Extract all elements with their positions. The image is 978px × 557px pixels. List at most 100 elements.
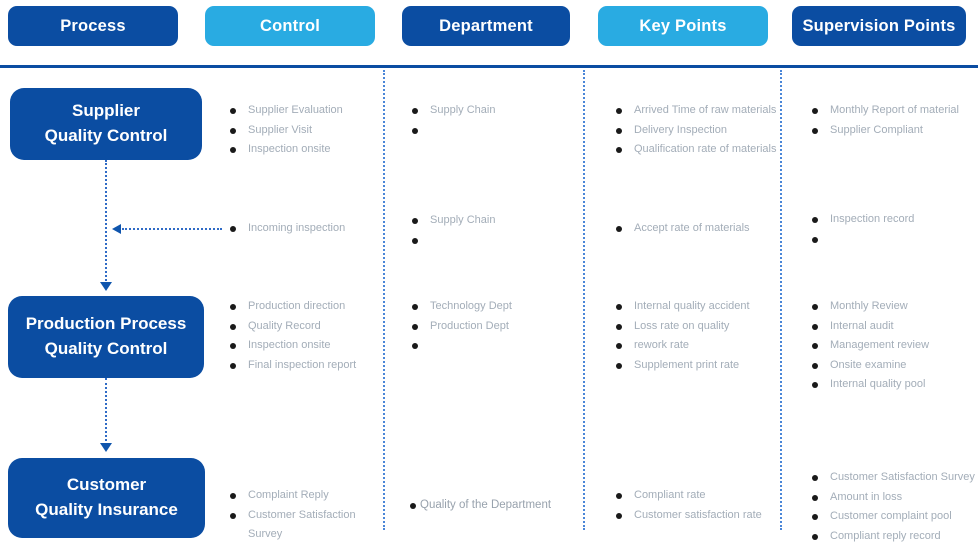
list-item: Production Dept	[412, 317, 582, 337]
bullet-icon	[616, 512, 622, 519]
list-item-label: Customer complaint pool	[830, 510, 952, 522]
header-department: Department	[402, 6, 570, 46]
list-item	[412, 336, 582, 349]
bullet-icon	[812, 323, 818, 330]
list-item-label: Arrived Time of raw materials	[634, 104, 777, 116]
list-item-label: Internal quality accident	[634, 300, 750, 312]
cell-incoming-department: Supply Chain	[412, 211, 582, 244]
bullet-icon	[412, 127, 418, 134]
list-item-label: Production Dept	[430, 319, 509, 332]
list-item-label: Compliant rate	[634, 489, 706, 501]
list-item: Inspection record	[812, 210, 978, 230]
list-item-label: Supply Chain	[430, 104, 496, 116]
list-item: Internal quality accident	[616, 297, 791, 317]
cell-incoming-key-points: Accept rate of materials	[616, 219, 791, 239]
list-item: Management review	[812, 336, 978, 356]
header-process: Process	[8, 6, 178, 46]
list-item-label: Supplier Evaluation	[248, 104, 343, 116]
list-item-label: rework rate	[634, 339, 690, 351]
list-item-label: Onsite examine	[830, 358, 907, 371]
cell-customer-key-points: Compliant rate Customer satisfaction rat…	[616, 486, 791, 525]
list-item: Amount in loss	[812, 488, 978, 508]
bullet-icon	[230, 108, 236, 114]
list-item: Qualification rate of materials	[616, 140, 791, 160]
bullet-icon	[616, 147, 622, 153]
list-item: Technology Dept	[412, 297, 582, 317]
column-divider	[780, 70, 782, 530]
list-item-label: Final inspection report	[248, 358, 357, 371]
column-divider	[383, 70, 385, 530]
bullet-icon	[812, 382, 818, 388]
process-box-label-line: Quality Insurance	[35, 500, 178, 519]
list-item: Supplier Compliant	[812, 121, 978, 141]
bullet-icon	[230, 226, 236, 232]
bullet-icon	[616, 362, 622, 369]
bullet-icon	[616, 343, 622, 349]
bullet-icon	[230, 493, 236, 499]
bullet-icon	[616, 493, 622, 499]
cell-incoming-supervision: Inspection record	[812, 210, 978, 243]
cell-production-control: Production direction Quality Record Insp…	[230, 297, 380, 375]
header-supervision-points: Supervision Points	[792, 6, 966, 46]
list-item	[412, 231, 582, 244]
bullet-icon	[230, 362, 236, 369]
list-item: Supplier Visit	[230, 121, 380, 141]
list-item-label: Qualification rate of materials	[634, 143, 777, 155]
bullet-icon	[412, 304, 418, 310]
process-box-production: Production Process Quality Control	[8, 296, 204, 378]
arrow-down-icon	[100, 282, 112, 291]
list-item: Monthly Report of material	[812, 101, 978, 121]
list-item: Incoming inspection	[230, 219, 380, 239]
header-divider-line	[0, 65, 978, 68]
list-item: Final inspection report	[230, 356, 380, 376]
bullet-icon	[812, 362, 818, 369]
list-item: Internal audit	[812, 317, 978, 337]
list-item: Arrived Time of raw materials	[616, 101, 791, 121]
cell-customer-supervision: Customer Satisfaction Survey Amount in l…	[812, 468, 978, 546]
list-item: Production direction	[230, 297, 380, 317]
list-item-label: Supplier Compliant	[830, 123, 923, 136]
process-box-label-line: Production Process	[25, 314, 187, 334]
list-item: Onsite examine	[812, 356, 978, 376]
process-box-label-line: Customer	[66, 475, 147, 495]
arrow-left-icon	[112, 224, 121, 234]
header-key-points: Key Points	[598, 6, 768, 46]
bullet-icon	[230, 147, 236, 153]
list-item: Compliant reply record	[812, 527, 978, 547]
list-item-label: Amount in loss	[830, 490, 903, 503]
list-item-label: Inspection onsite	[248, 339, 331, 351]
list-item-label: Internal audit	[830, 319, 894, 332]
list-item-label: Customer Satisfaction Survey	[248, 508, 356, 541]
flow-line-production-to-customer	[105, 378, 107, 445]
bullet-icon	[616, 226, 622, 232]
list-item: Customer satisfaction rate	[616, 506, 791, 526]
cell-production-supervision: Monthly Review Internal audit Management…	[812, 297, 978, 395]
list-item-label: Inspection record	[830, 213, 915, 225]
process-box-customer: Customer Quality Insurance	[8, 458, 205, 538]
bullet-icon	[412, 108, 418, 114]
bullet-icon	[812, 514, 818, 520]
bullet-icon	[812, 127, 818, 134]
list-item-label: Customer satisfaction rate	[634, 508, 762, 521]
bullet-icon	[412, 323, 418, 330]
cell-incoming-control: Incoming inspection	[230, 219, 380, 239]
bullet-icon	[412, 343, 418, 349]
list-item: Supplier Evaluation	[230, 101, 380, 121]
cell-production-key-points: Internal quality accident Loss rate on q…	[616, 297, 791, 375]
process-box-label-line: Quality Control	[44, 339, 168, 358]
cell-supplier-control: Supplier Evaluation Supplier Visit Inspe…	[230, 101, 380, 160]
list-item: Supplement print rate	[616, 356, 791, 376]
list-item: Internal quality pool	[812, 375, 978, 395]
list-item-label: Internal quality pool	[830, 378, 926, 390]
bullet-icon	[812, 108, 818, 114]
list-item: Quality of the Department	[410, 496, 582, 516]
list-item-label: Supply Chain	[430, 214, 496, 226]
bullet-icon	[230, 323, 236, 330]
list-item: Loss rate on quality	[616, 317, 791, 337]
list-item-label: Production direction	[248, 300, 346, 312]
list-item: Accept rate of materials	[616, 219, 791, 239]
cell-customer-department: Quality of the Department	[410, 496, 582, 516]
flow-line-supplier-to-production	[105, 160, 107, 284]
bullet-icon	[410, 503, 416, 509]
